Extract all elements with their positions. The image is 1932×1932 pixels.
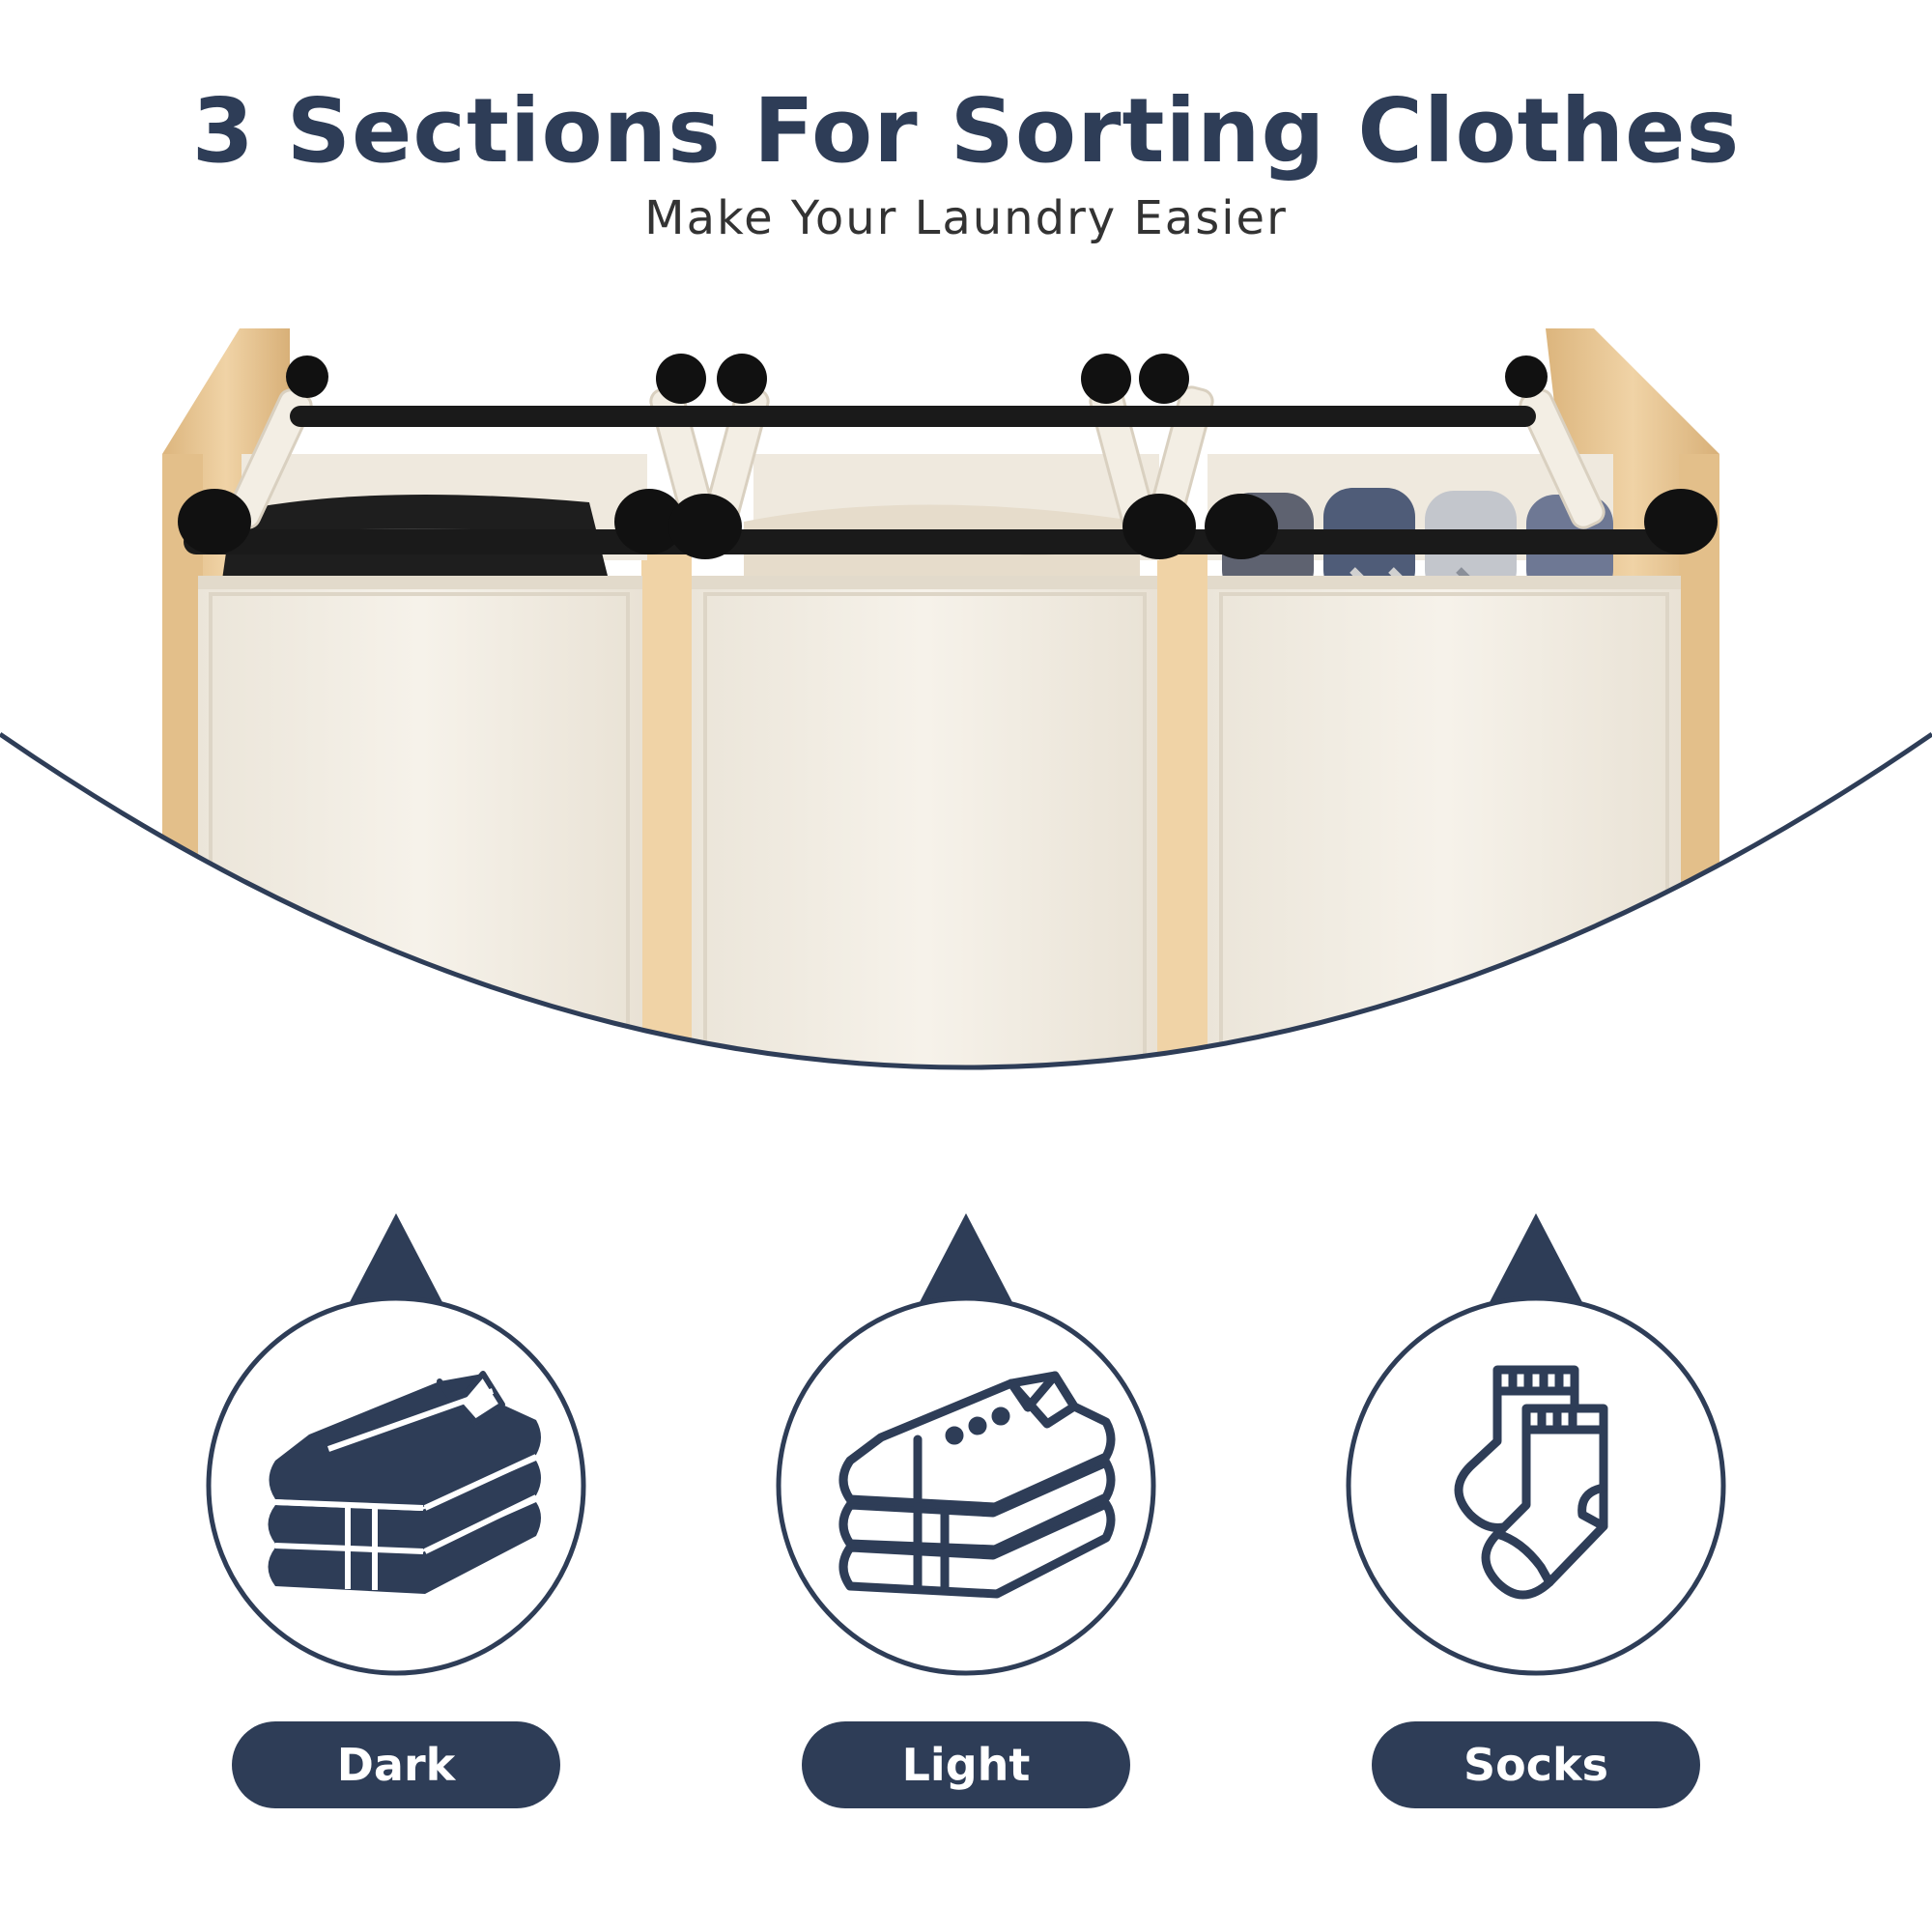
folded-light-clothes-icon — [838, 1371, 1116, 1599]
bamboo-divider-left — [641, 541, 692, 1067]
page-subtitle: Make Your Laundry Easier — [644, 191, 1288, 245]
category-socks: Socks — [1343, 1208, 1729, 1826]
page-title: 3 Sections For Sorting Clothes — [191, 79, 1741, 183]
laundry-sorter-image — [0, 328, 1932, 1070]
bag-socks — [1208, 580, 1681, 1067]
front-rod — [184, 529, 1690, 554]
bag-dark — [198, 580, 642, 1067]
bag-light — [692, 580, 1157, 1067]
back-rod — [290, 406, 1536, 427]
category-label-light: Light — [802, 1721, 1130, 1808]
folded-dark-clothes-icon — [268, 1371, 541, 1594]
bamboo-divider-right — [1157, 541, 1208, 1067]
category-dark: Dark — [203, 1208, 589, 1826]
category-light: Light — [773, 1208, 1159, 1826]
dome-outline — [0, 731, 1932, 1070]
category-label-dark: Dark — [232, 1721, 560, 1808]
category-label-socks: Socks — [1372, 1721, 1700, 1808]
socks-icon — [1454, 1365, 1608, 1600]
